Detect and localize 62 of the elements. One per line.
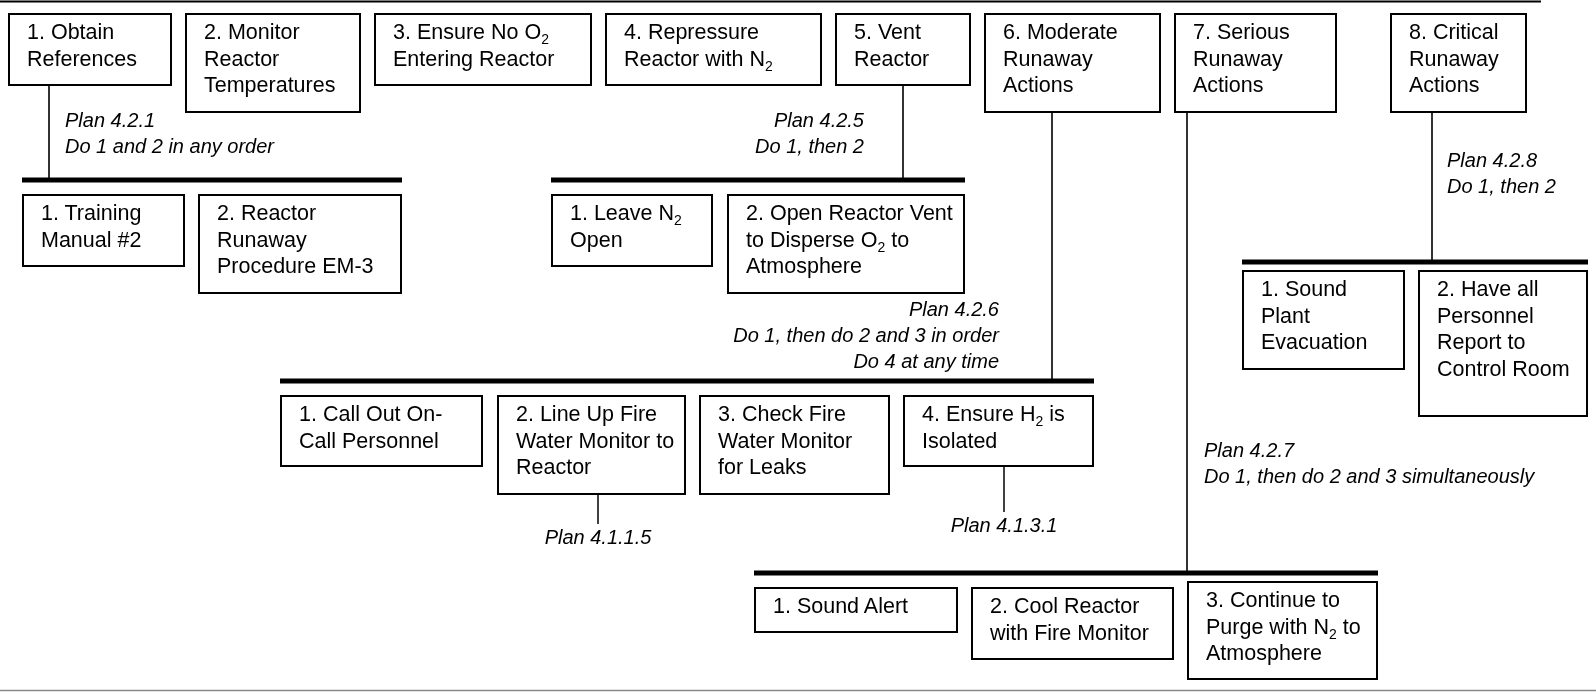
task-label: 2. Monitor Reactor Temperatures [204,19,337,99]
task-box [185,13,361,113]
plan-note: Do 1, then do 2 and 3 simultaneously [1204,464,1535,489]
task-box [1418,270,1588,417]
plan-note: Do 1, then 2 [755,134,864,159]
task-label: 2. Open Reactor Vent to Disperse O$_{2}$ to Atmosphere [746,200,954,280]
task-label: 1. Obtain References [27,19,138,72]
task-label: 2. Cool Reactor with Fire Monitor [990,593,1150,646]
task-box [280,395,483,467]
leader-line [597,494,599,525]
tree-connector [551,86,965,183]
plan-note: Plan 4.2.1 [65,108,156,133]
task-box [1187,581,1378,680]
plan-note: Plan 4.2.5 [773,108,864,133]
task-label: 6. Moderate Runaway Actions [1003,19,1119,99]
task-label: 3. Ensure No O$_{2}$ Entering Reactor [393,19,556,72]
task-label: 7. Serious Runaway Actions [1193,19,1291,99]
leader-line [1003,466,1005,513]
task-label: 1. Call Out On-Call Personnel [299,401,444,454]
plan-note: Do 1, then do 2 and 3 in order [733,323,999,348]
task-box [1174,13,1337,113]
tree-connector [754,113,1378,576]
task-box [903,395,1094,467]
plan-note: Do 4 at any time [853,349,999,374]
tree-connector [22,86,402,183]
task-label: 3. Check Fire Water Monitor for Leaks [718,401,854,481]
task-label: 1. Sound Plant Evacuation [1261,276,1369,356]
task-label: 5. Vent Reactor [854,19,931,72]
task-label: 2. Have all Personnel Report to Control Room [1437,276,1571,382]
task-label: 2. Line Up Fire Water Monitor to Reactor [516,401,676,481]
plan-note: Do 1 and 2 in any order [65,134,275,159]
task-box [497,395,686,495]
task-box [971,587,1174,660]
task-label: 4. Ensure H$_{2}$ is Isolated [922,401,1066,454]
task-label: 8. Critical Runaway Actions [1409,19,1500,99]
task-box [727,194,965,294]
tree-connector [280,113,1094,384]
task-label: 1. Training Manual #2 [41,200,143,253]
plan-note: Do 1, then 2 [1447,174,1556,199]
task-box [984,13,1161,113]
plan-note: Plan 4.1.1.5 [538,524,658,552]
task-label: 4. Repressure Reactor with N$_{2}$ [624,19,774,72]
task-box [835,13,971,86]
plan-note: Plan 4.2.7 [1204,438,1295,463]
task-label: 1. Leave N$_{2}$ Open [570,200,683,253]
task-box [374,13,592,86]
plan-note: Plan 4.2.6 [908,297,999,322]
tree-connector [1242,113,1588,265]
task-label: 1. Sound Alert [773,593,910,620]
task-box [198,194,402,294]
task-box [1242,270,1405,370]
task-box [1390,13,1527,113]
task-box [8,13,172,86]
task-label: 2. Reactor Runaway Procedure EM-3 [217,200,375,280]
task-box [699,395,890,495]
plan-note: Plan 4.1.3.1 [944,512,1064,540]
task-label: 3. Continue to Purge with N$_{2}$ to Atmosphere [1206,587,1362,667]
plan-note: Plan 4.2.8 [1447,148,1538,173]
task-box [754,587,958,633]
task-box [605,13,822,86]
task-box [22,194,185,267]
task-box [551,194,713,267]
